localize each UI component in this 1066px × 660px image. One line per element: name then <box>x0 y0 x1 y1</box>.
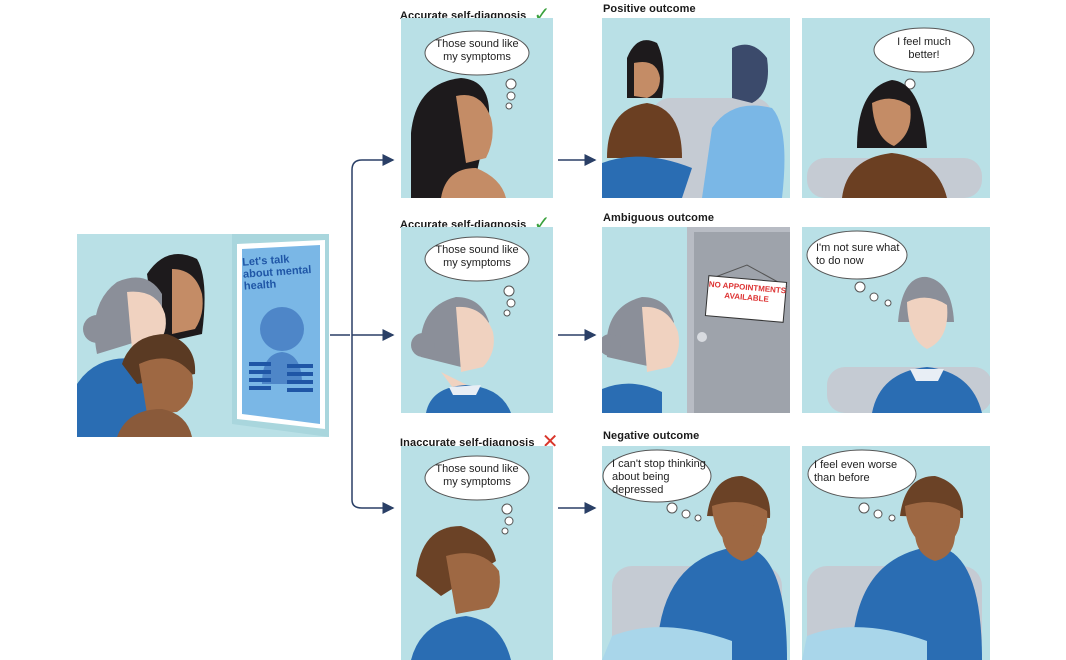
row-2-final-panel: I'm not sure what to do now <box>802 227 990 413</box>
row-1-diagnosis-panel: Those sound like my symptoms <box>401 18 553 198</box>
row-1-outcome-label: Positive outcome <box>603 3 696 15</box>
row-3-outcome-label: Negative outcome <box>603 430 700 442</box>
row-3-final-panel: I feel even worse than before <box>802 446 990 660</box>
row-1-final-thought: I feel much better! <box>897 36 951 61</box>
branch-vertical <box>351 154 395 171</box>
row-1-outcome-panel <box>602 18 790 198</box>
row-2-outcome-panel: NO APPOINTMENTS AVAILABLE <box>602 227 790 413</box>
row-2-diagnosis-panel: Those sound like my symptoms <box>401 227 553 413</box>
row-1-diagnosis-thought: Those sound like my symptoms <box>435 38 519 63</box>
start-panel: Let's talk about mental health <box>77 234 329 437</box>
row-3-diagnosis-panel: Those sound like my symptoms <box>401 446 553 660</box>
poster-title: Let's talk about mental health <box>241 253 312 293</box>
row-3-outcome-thought: I can't stop thinking about being depres… <box>612 458 706 496</box>
row-3-final-thought: I feel even worse than before <box>814 459 898 484</box>
row-1-final-panel: I feel much better! <box>802 18 990 198</box>
row-2-final-thought: I'm not sure what to do now <box>816 242 900 267</box>
row-2-diagnosis-thought: Those sound like my symptoms <box>435 244 519 269</box>
row-3-diagnosis-thought: Those sound like my symptoms <box>435 463 519 488</box>
row-3-outcome-panel: I can't stop thinking about being depres… <box>602 446 790 660</box>
row-2-outcome-label: Ambiguous outcome <box>603 212 715 224</box>
